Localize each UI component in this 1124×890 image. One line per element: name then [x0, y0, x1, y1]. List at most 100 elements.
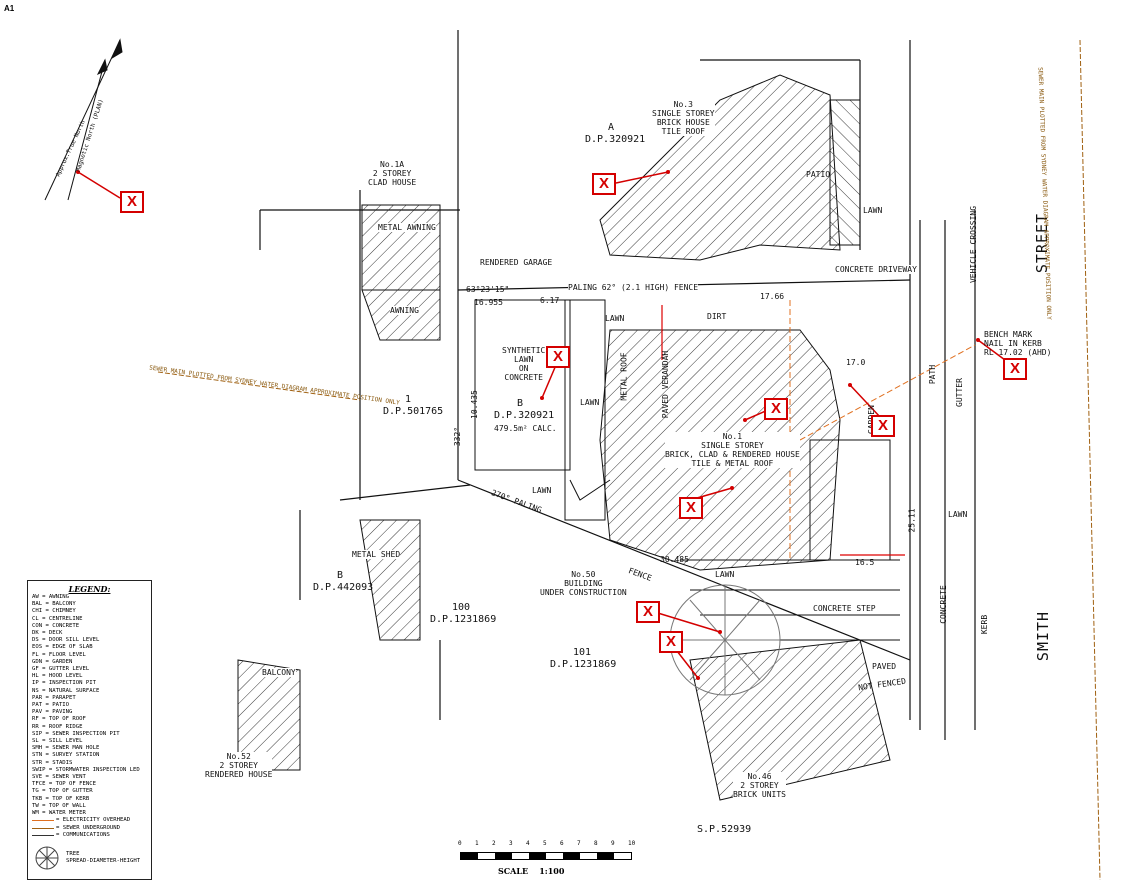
legend-line-item: = SEWER UNDERGROUND — [28, 825, 151, 832]
lawn-label-b: LAWN — [605, 314, 625, 323]
legend-item: RF = TOP OF ROOF — [32, 716, 86, 723]
no50-label: No.50 BUILDING UNDER CONSTRUCTION — [540, 570, 627, 597]
lawn-label-c: LAWN — [580, 398, 600, 407]
dim-1766: 17.66 — [760, 292, 785, 301]
house-no1a-label: No.1A 2 STOREY CLAD HOUSE — [368, 160, 417, 187]
vehicle-crossing-label: VEHICLE CROSSING — [969, 205, 979, 284]
kerb-label: KERB — [980, 614, 990, 635]
legend-item: DS = DOOR SILL LEVEL — [32, 637, 100, 644]
lot-b2-dp: D.P.442093 — [313, 582, 374, 593]
legend-line-item: = COMMUNICATIONS — [28, 832, 151, 839]
no52-label: No.52 2 STOREY RENDERED HOUSE — [205, 752, 273, 779]
marker-x-lot-b[interactable]: X — [546, 346, 570, 368]
marker-arrows — [77, 171, 1006, 679]
sheet-label: A1 — [4, 4, 15, 13]
legend-item: CON = CONCRETE — [32, 622, 80, 629]
legend-item: RR = ROOF RIDGE — [32, 723, 83, 730]
dim-bearing-63: 63°23'15" — [466, 285, 510, 294]
marker-x-north-arrow[interactable]: X — [120, 191, 144, 213]
dirt-label: DIRT — [707, 312, 727, 321]
awning-label: AWNING — [390, 306, 419, 315]
scale-number: 4 — [526, 840, 530, 847]
legend-item: SVE = SEWER VENT — [32, 774, 86, 781]
legend-item: PAV = PAVING — [32, 709, 73, 716]
lot-a-dp: D.P.320921 — [585, 134, 646, 145]
scale-number: 8 — [594, 840, 598, 847]
concrete-step-label: CONCRETE STEP — [813, 604, 876, 613]
dim-30485: 30.485 — [660, 555, 689, 564]
lot-1-num: 1 — [405, 394, 412, 405]
sewer-mains — [157, 39, 1101, 881]
lot-a-letter: A — [608, 122, 615, 133]
legend-item: CHI = CHIMNEY — [32, 608, 76, 615]
legend-item: PAT = PATIO — [32, 702, 70, 709]
strata-plan: S.P.52939 — [697, 824, 752, 835]
legend-item: IP = INSPECTION PIT — [32, 680, 96, 687]
lot-1-dp: D.P.501765 — [383, 406, 444, 417]
metal-shed — [359, 519, 421, 641]
concrete-driveway-label: CONCRETE DRIVEWAY — [835, 265, 917, 274]
dim-2511: 25.11 — [907, 508, 917, 533]
rendered-garage-label: RENDERED GARAGE — [480, 258, 553, 267]
marker-x-tree[interactable]: X — [636, 601, 660, 623]
line-swatch-icon — [32, 834, 54, 836]
metal-awning — [361, 204, 441, 291]
legend-item: HL = HOOD LEVEL — [32, 673, 83, 680]
house-no1-label: No.1 SINGLE STOREY BRICK, CLAD & RENDERE… — [665, 432, 800, 468]
scale-number: 9 — [611, 840, 615, 847]
balcony-label: BALCONY — [262, 668, 296, 677]
lawn-label-a: LAWN — [863, 206, 883, 215]
legend-item: TG = TOP OF GUTTER — [32, 788, 93, 795]
marker-x-bench-mark[interactable]: X — [1003, 358, 1027, 380]
scale-number: 7 — [577, 840, 581, 847]
house-no52 — [237, 659, 301, 771]
legend-item: SIP = SEWER INSPECTION PIT — [32, 730, 120, 737]
marker-x-front-yard[interactable]: X — [871, 415, 895, 437]
lot-b2-letter: B — [337, 570, 344, 581]
legend-item: SL = SILL LEVEL — [32, 738, 83, 745]
lawn-label-d: LAWN — [532, 486, 552, 495]
lot-101-dp: D.P.1231869 — [550, 659, 617, 670]
legend-line-label: = COMMUNICATIONS — [56, 831, 110, 838]
scale-number: 5 — [543, 840, 547, 847]
legend-item: TW = TOP OF WALL — [32, 802, 86, 809]
scale-number: 2 — [492, 840, 496, 847]
lot-101-num: 101 — [573, 647, 592, 658]
path-label: PATH — [928, 364, 938, 385]
lawn-label-f: LAWN — [948, 510, 968, 519]
legend-item: DK = DECK — [32, 630, 63, 637]
legend-item: GF = GUTTER LEVEL — [32, 666, 90, 673]
legend-line-item: = ELECTRICITY OVERHEAD — [28, 817, 151, 824]
patio-label: PATIO — [806, 170, 831, 179]
lot-b-letter: B — [517, 398, 524, 409]
lot-b-area: 479.5m² CALC. — [494, 424, 557, 433]
paved-label: PAVED — [872, 662, 897, 671]
dim-16955: 16.955 — [474, 298, 503, 307]
line-swatch-icon — [32, 827, 54, 829]
legend-item: BAL = BALCONY — [32, 601, 76, 608]
legend-item: FL = FLOOR LEVEL — [32, 651, 86, 658]
marker-x-roof[interactable]: X — [679, 497, 703, 519]
synthetic-lawn-label: SYNTHETIC LAWN ON CONCRETE — [502, 346, 546, 382]
lot-b-dp: D.P.320921 — [494, 410, 555, 421]
metal-roof-label: METAL ROOF — [619, 352, 629, 401]
house-no46 — [689, 639, 891, 801]
marker-x-house-no1[interactable]: X — [764, 398, 788, 420]
concrete-label: CONCRETE — [938, 585, 948, 624]
scale-number: 6 — [560, 840, 564, 847]
marker-x-tree-lower[interactable]: X — [659, 631, 683, 653]
tree-legend-text: TREE SPREAD-DIAMETER-HEIGHT — [66, 851, 141, 864]
legend-item: NS = NATURAL SURFACE — [32, 687, 100, 694]
dim-332: 332° — [453, 426, 463, 447]
marker-x-house-no3[interactable]: X — [592, 173, 616, 195]
legend-line-label: = ELECTRICITY OVERHEAD — [56, 817, 131, 824]
scale-bar-graphic — [460, 852, 632, 860]
metal-shed-label: METAL SHED — [352, 550, 401, 559]
legend-item: SMH = SEWER MAN HOLE — [32, 745, 100, 752]
scale-number: 10 — [628, 840, 636, 847]
paved-verandah-label: PAVED VERANDAH — [661, 350, 671, 419]
legend-item: SWIP = STORMWATER INSPECTION LED — [32, 766, 140, 773]
house-no3 — [599, 74, 841, 261]
